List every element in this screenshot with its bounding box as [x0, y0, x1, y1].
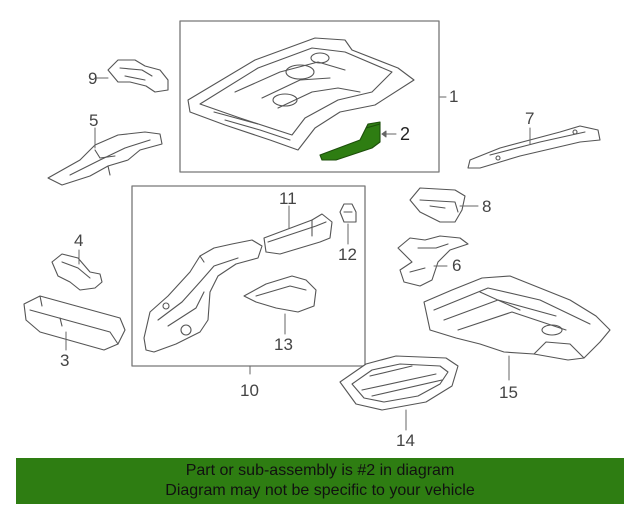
callout-11: 11 — [279, 189, 297, 208]
callout-8: 8 — [482, 197, 492, 216]
part-8-block[interactable] — [409, 187, 466, 223]
part-9-bracket[interactable] — [107, 59, 169, 93]
callout-2: 2 — [400, 124, 411, 144]
info-banner: Part or sub-assembly is #2 in diagram Di… — [16, 458, 624, 504]
leader-lines — [65, 77, 531, 431]
callout-5: 5 — [89, 111, 99, 130]
callout-13: 13 — [274, 335, 293, 354]
banner-line-2: Diagram may not be specific to your vehi… — [165, 482, 475, 499]
callout-7: 7 — [525, 109, 535, 128]
callout-10: 10 — [240, 381, 259, 400]
part-6-bracket[interactable] — [397, 235, 469, 287]
callout-15: 15 — [499, 383, 518, 402]
callout-14: 14 — [396, 431, 415, 450]
assembly-box-1 — [179, 20, 440, 173]
part-11-bracket[interactable] — [263, 213, 333, 255]
callout-12: 12 — [338, 245, 357, 264]
callout-3: 3 — [60, 351, 70, 370]
callout-9: 9 — [88, 69, 98, 88]
part-13-panel[interactable] — [243, 275, 317, 313]
part-4-bracket[interactable] — [51, 253, 103, 291]
part-12-clip[interactable] — [339, 203, 357, 223]
assembly-box-10 — [131, 185, 366, 367]
part-3-crossmember[interactable] — [23, 295, 126, 351]
part-15-rear-floor[interactable] — [423, 275, 611, 361]
parts-diagram — [23, 20, 611, 431]
callout-1: 1 — [449, 87, 459, 106]
part-7-rail[interactable] — [467, 125, 601, 169]
callout-4: 4 — [74, 231, 84, 250]
banner-line-1: Part or sub-assembly is #2 in diagram — [185, 462, 455, 479]
callout-6: 6 — [452, 256, 462, 275]
part-14-tray[interactable] — [339, 355, 459, 411]
part-5-rail-extension[interactable] — [47, 131, 163, 186]
part-1-floor-pan[interactable] — [187, 37, 415, 151]
part-10-rail-assembly[interactable] — [143, 239, 263, 353]
part-2-bracket-highlighted[interactable] — [319, 121, 381, 161]
